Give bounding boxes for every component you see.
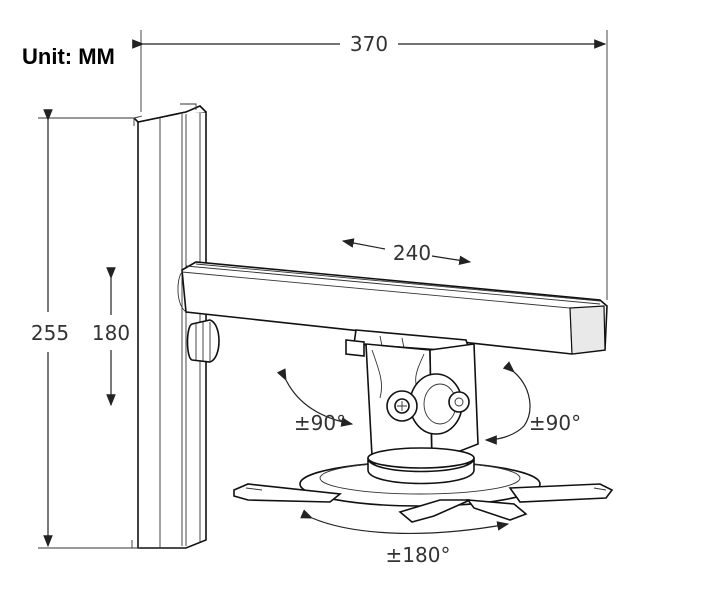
rotation-arrows [276,361,531,535]
unit-label: Unit: MM [22,44,115,69]
swivel-label: ±180° [386,543,451,567]
adjustment-knob-icon [186,319,220,363]
dim-370-label: 370 [350,32,388,56]
dimension-240: 240 [341,238,472,266]
dim-240-label: 240 [393,241,431,265]
horizontal-arm [177,261,608,355]
dimension-370: 370 [132,30,608,300]
tilt-bracket [365,343,479,464]
tilt-right-label: ±90° [529,411,581,435]
dimension-255: 255 [31,109,140,549]
dim-255-label: 255 [31,321,69,345]
dim-180-label: 180 [92,321,130,345]
tilt-left-label: ±90° [294,411,346,435]
vertical-pole [131,103,207,549]
rotating-plate [299,447,541,507]
dimension-180: 180 [92,267,130,407]
